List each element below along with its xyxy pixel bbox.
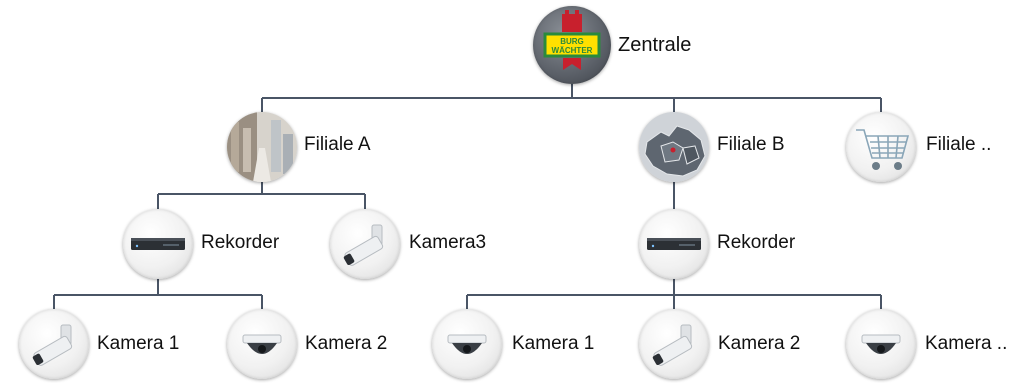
rekorder-a-node <box>123 209 193 279</box>
kamera-b1-label: Kamera 1 <box>512 333 595 354</box>
recorder-icon <box>647 238 701 250</box>
filiale-a-node <box>227 112 297 182</box>
europe-map-icon <box>639 112 709 182</box>
burg-waechter-logo-icon: BURG WÄCHTER <box>543 10 601 70</box>
kamera-b1-node <box>432 309 502 379</box>
kamera-a1-label: Kamera 1 <box>97 333 180 354</box>
kamera-a2-label: Kamera 2 <box>305 333 388 354</box>
filiale-b-label: Filiale B <box>717 134 785 155</box>
kamera3-node <box>330 209 400 279</box>
recorder-icon <box>131 238 185 250</box>
kamera-b3-label: Kamera .. <box>925 333 1008 354</box>
zentrale-label: Zentrale <box>618 34 692 56</box>
rekorder-b-node <box>639 209 709 279</box>
bullet-camera-icon <box>343 224 384 266</box>
rekorder-b-label: Rekorder <box>717 232 796 253</box>
svg-text:WÄCHTER: WÄCHTER <box>552 46 593 55</box>
kamera3-label: Kamera3 <box>409 232 487 253</box>
shopping-cart-icon <box>856 129 910 170</box>
kamera-b2-node <box>639 309 709 379</box>
kamera-a2-node <box>227 309 297 379</box>
bullet-camera-icon <box>652 324 693 366</box>
filiale-more-label: Filiale .. <box>926 134 992 155</box>
rekorder-a-label: Rekorder <box>201 232 280 253</box>
kamera-b2-label: Kamera 2 <box>718 333 801 354</box>
dome-camera-icon <box>242 334 282 354</box>
warehouse-photo-icon <box>227 112 297 182</box>
kamera-b3-node <box>846 309 916 379</box>
filiale-more-node <box>846 112 916 182</box>
bullet-camera-icon <box>32 324 73 366</box>
dome-camera-icon <box>861 334 901 354</box>
filiale-a-label: Filiale A <box>304 134 371 155</box>
filiale-b-node <box>639 112 709 182</box>
zentrale-node: BURG WÄCHTER <box>533 6 611 84</box>
kamera-a1-node <box>19 309 89 379</box>
dome-camera-icon <box>447 334 487 354</box>
svg-text:BURG: BURG <box>560 37 584 46</box>
